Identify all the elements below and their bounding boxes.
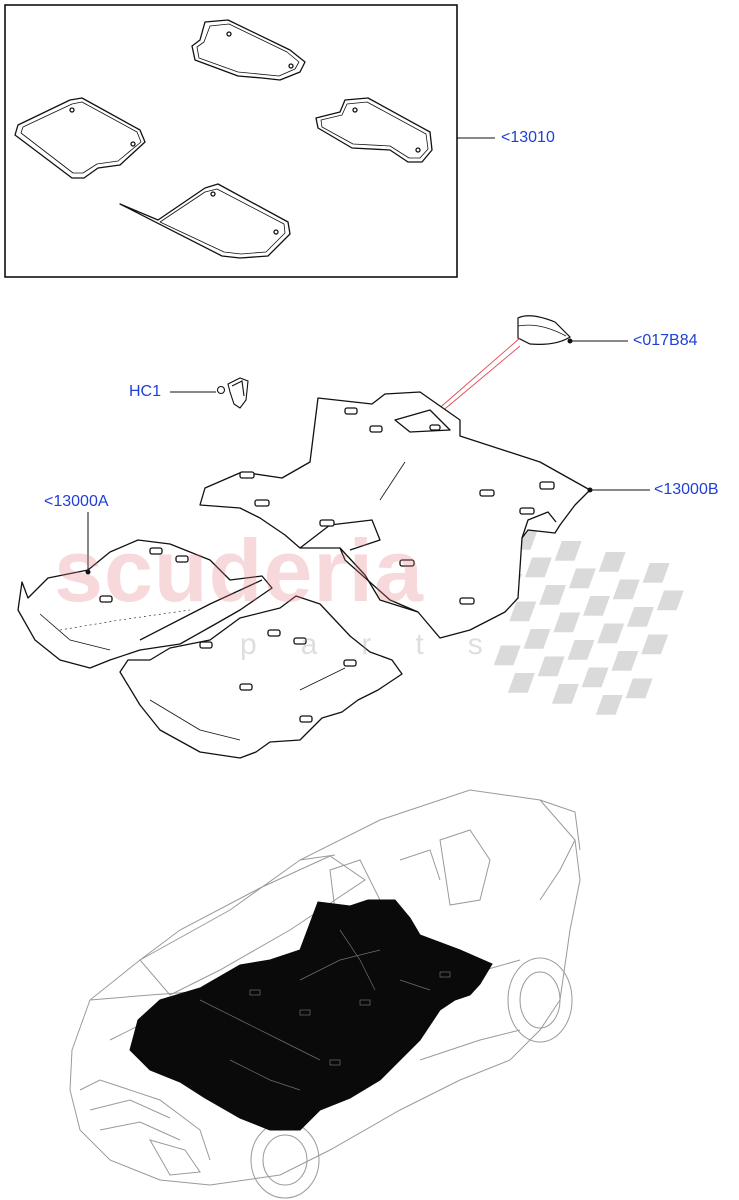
floor-mat-bottom[interactable] <box>119 183 291 259</box>
checker-square <box>642 563 670 583</box>
rear-carpet[interactable] <box>199 391 591 639</box>
checker-square <box>581 667 609 688</box>
callout-mat-set[interactable]: <13010 <box>501 129 555 146</box>
vehicle-floor-carpet-silhouette <box>129 899 493 1131</box>
checker-square <box>568 568 596 589</box>
checker-square <box>641 634 669 655</box>
checker-square <box>509 601 537 622</box>
storage-tray-icon[interactable] <box>517 315 571 345</box>
checker-square <box>626 607 654 627</box>
leader-line-017b84-red-b <box>433 345 521 419</box>
checker-square <box>537 656 565 677</box>
checker-square <box>611 651 639 671</box>
checker-square <box>523 629 551 649</box>
floor-mat-top[interactable] <box>191 19 306 81</box>
checker-square <box>507 673 535 693</box>
checker-square <box>656 590 684 611</box>
checker-square <box>598 552 626 572</box>
floor-mat-left[interactable] <box>14 97 146 179</box>
callout-storage-tray[interactable]: <017B84 <box>633 332 698 349</box>
front-carpet[interactable] <box>17 539 403 759</box>
checker-square <box>583 596 611 616</box>
clip-icon[interactable] <box>216 377 249 409</box>
checker-square <box>493 645 521 666</box>
checker-square <box>551 684 579 704</box>
checker-square <box>553 612 581 633</box>
mat-set-frame <box>4 4 458 278</box>
checker-square <box>539 585 567 605</box>
callout-front-carpet[interactable]: <13000A <box>44 493 109 510</box>
leader-line-017b84-red-a <box>427 337 521 419</box>
floor-mat-set[interactable] <box>14 19 433 259</box>
checker-square <box>625 678 653 699</box>
checker-square <box>567 640 595 660</box>
watermark-checker-flag <box>493 530 684 715</box>
callout-rear-carpet[interactable]: <13000B <box>654 481 719 498</box>
checker-square <box>612 579 640 600</box>
checker-square <box>524 557 552 578</box>
floor-mat-right[interactable] <box>315 97 433 163</box>
callout-hook-clip[interactable]: HC1 <box>129 383 162 400</box>
checker-square <box>595 695 623 715</box>
checker-square <box>554 541 582 561</box>
checker-square <box>597 623 625 644</box>
